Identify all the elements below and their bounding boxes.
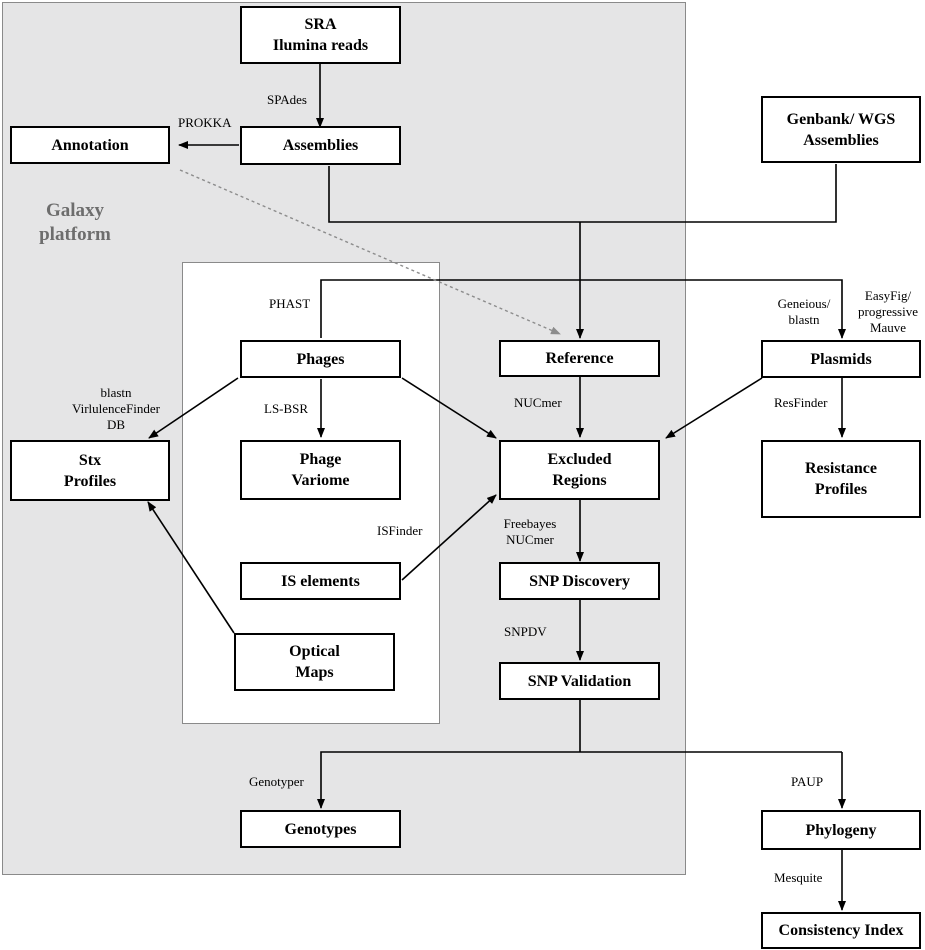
label-freebayes-nucmer: Freebayes NUCmer: [503, 516, 557, 547]
node-consistency-index: Consistency Index: [761, 912, 921, 949]
label-isfinder: ISFinder: [377, 523, 423, 538]
node-snp-validation: SNP Validation: [499, 662, 660, 700]
edge-phages-excluded: [401, 377, 497, 439]
node-reference: Reference: [499, 340, 660, 377]
label-blastn-virulencefinder: blastn VirlulenceFinder DB: [71, 385, 161, 432]
label-resfinder: ResFinder: [774, 395, 828, 410]
node-genbank-assemblies: Genbank/ WGS Assemblies: [761, 96, 921, 163]
node-genotypes: Genotypes: [240, 810, 401, 848]
edge-assemblies-merge: [328, 166, 580, 223]
edge-split-genotypes: [317, 751, 842, 809]
node-snp-discovery: SNP Discovery: [499, 562, 660, 600]
label-genotyper: Genotyper: [249, 774, 304, 789]
edge-optical-stx: [147, 501, 235, 634]
label-easyfig-mauve: EasyFig/ progressive Mauve: [858, 288, 918, 335]
label-phast: PHAST: [269, 296, 311, 311]
label-geneious-blastn: Geneious/ blastn: [777, 296, 831, 327]
node-assemblies: Assemblies: [240, 126, 401, 165]
node-sra-reads: SRA Ilumina reads: [240, 6, 401, 64]
node-phylogeny: Phylogeny: [761, 810, 921, 850]
node-excluded-regions: Excluded Regions: [499, 440, 660, 500]
node-stx-profiles: Stx Profiles: [10, 440, 170, 501]
node-is-elements: IS elements: [240, 562, 401, 600]
label-mesquite: Mesquite: [774, 870, 823, 885]
node-optical-maps: Optical Maps: [234, 633, 395, 691]
label-spades: SPAdes: [267, 92, 307, 107]
node-annotation: Annotation: [10, 126, 170, 164]
label-nucmer: NUCmer: [514, 395, 562, 410]
node-plasmids: Plasmids: [761, 340, 921, 378]
label-paup: PAUP: [791, 774, 824, 789]
node-phages: Phages: [240, 340, 401, 378]
galaxy-platform-label: Galaxy platform: [39, 200, 111, 245]
label-lsbsr: LS-BSR: [264, 401, 309, 416]
label-snpdv: SNPDV: [504, 624, 547, 639]
edge-phages-stx: [148, 377, 239, 439]
label-prokka: PROKKA: [178, 115, 232, 130]
edge-annotation-reference-dotted: [179, 169, 561, 335]
edge-is-excluded: [401, 494, 497, 581]
node-resistance-profiles: Resistance Profiles: [761, 440, 921, 518]
edge-distribution-line: [320, 279, 846, 339]
node-phage-variome: Phage Variome: [240, 440, 401, 500]
edge-plasmids-excluded: [665, 377, 763, 439]
edge-genbank-merge: [580, 164, 837, 223]
